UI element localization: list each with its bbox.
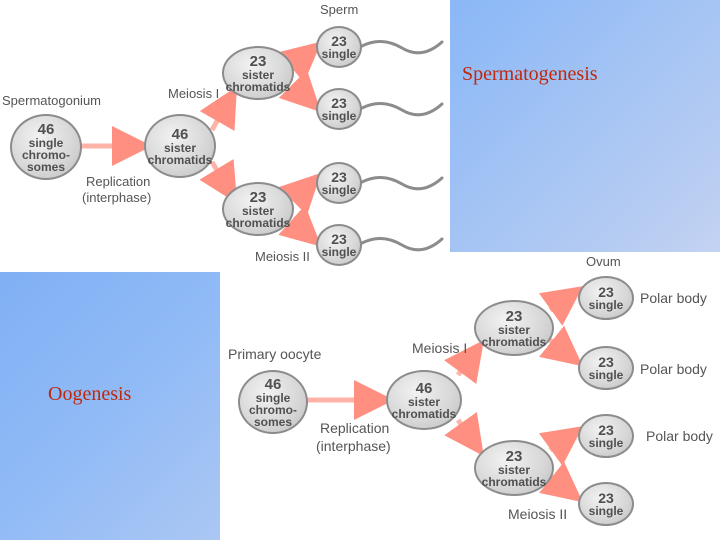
sperm-tail-4 xyxy=(360,237,444,252)
arrow-oo-polar2 xyxy=(538,426,584,466)
label-interphase-oo: (interphase) xyxy=(316,438,391,454)
label-interphase-sperm: (interphase) xyxy=(82,190,152,205)
arrow-meiosis2-d xyxy=(278,205,322,247)
label-meiosis-1-oo: Meiosis I xyxy=(412,340,468,356)
label-meiosis-2-sperm: Meiosis II xyxy=(255,249,310,264)
cell-ovum: 23 single xyxy=(578,276,634,320)
cell-sperm-3: 23 single xyxy=(316,162,362,204)
arrow-meiosis2-a xyxy=(278,41,322,83)
arrow-oo-ovum xyxy=(538,286,584,326)
cell-polar-body-2: 23 single xyxy=(578,414,634,458)
arrow-oo-polar1 xyxy=(539,325,583,367)
cell-spermatogonium: 46 single chromo- somes xyxy=(10,114,82,180)
sperm-tail-3 xyxy=(360,176,444,191)
cell-sperm-1: 23 single xyxy=(316,26,362,68)
oogenesis-title: Oogenesis xyxy=(48,383,132,405)
arrow-oo-meiosis1-bottom xyxy=(444,411,484,457)
label-meiosis-2-oo: Meiosis II xyxy=(508,506,568,522)
label-primary-oocyte: Primary oocyte xyxy=(228,346,322,362)
arrow-meiosis2-b xyxy=(278,69,322,113)
arrow-oo-meiosis1-top xyxy=(444,339,484,385)
label-polar-body-2: Polar body xyxy=(640,361,707,377)
label-replication-oo: Replication xyxy=(320,420,390,436)
cell-secondary-bottom-oo: 23 sister chromatids xyxy=(474,440,554,496)
cell-primary-oocyte: 46 single chromo- somes xyxy=(238,370,308,434)
cell-polar-body-3: 23 single xyxy=(578,482,634,526)
label-sperm: Sperm xyxy=(320,2,359,17)
arrow-meiosis1-top xyxy=(199,86,237,132)
cell-secondary-top-sperm: 23 sister chromatids xyxy=(222,46,294,100)
arrow-meiosis1-bottom xyxy=(199,158,238,204)
label-ovum: Ovum xyxy=(586,254,621,269)
label-polar-body-3: Polar body xyxy=(646,428,713,444)
cell-sperm-2: 23 single xyxy=(316,88,362,130)
label-spermatogonium: Spermatogonium xyxy=(2,93,101,108)
cell-replicated-sperm: 46 sister chromatids xyxy=(144,114,216,178)
spermatogenesis-title: Spermatogenesis xyxy=(462,63,598,85)
cell-polar-body-1: 23 single xyxy=(578,346,634,390)
sperm-tail-1 xyxy=(360,40,444,55)
cell-secondary-bottom-sperm: 23 sister chromatids xyxy=(222,182,294,236)
arrow-meiosis2-c xyxy=(278,172,322,216)
cell-sperm-4: 23 single xyxy=(316,224,362,266)
label-polar-body-1: Polar body xyxy=(640,290,707,306)
sperm-tail-2 xyxy=(360,102,444,117)
arrow-oo-polar3 xyxy=(539,461,583,503)
cell-replicated-oo: 46 sister chromatids xyxy=(386,370,462,430)
cell-secondary-top-oo: 23 sister chromatids xyxy=(474,300,554,356)
label-replication-sperm: Replication xyxy=(86,174,151,189)
label-meiosis-1-sperm: Meiosis I xyxy=(168,86,220,101)
